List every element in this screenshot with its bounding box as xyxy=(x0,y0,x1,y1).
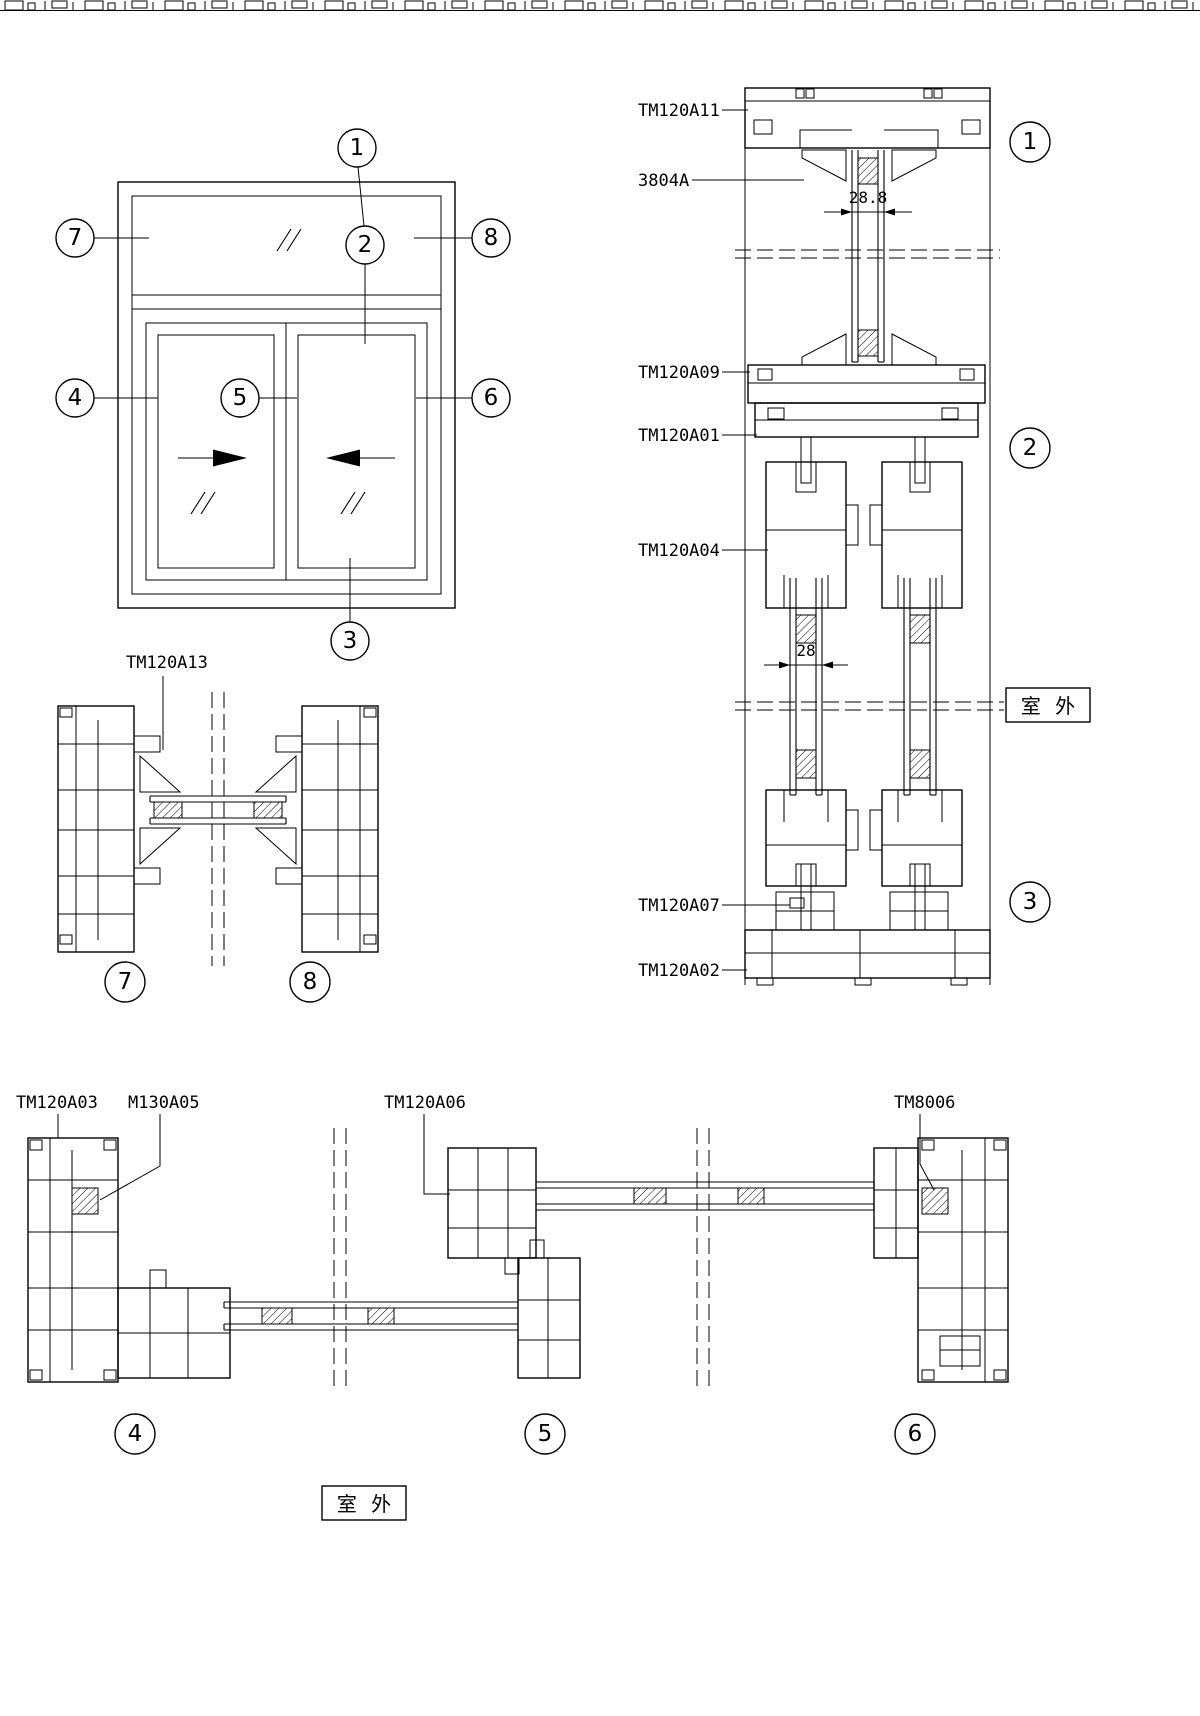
sill-track-parts xyxy=(775,863,949,931)
callout-3-number: 3 xyxy=(343,628,358,654)
svg-text:M130A05: M130A05 xyxy=(128,1093,200,1113)
head-frame-profile xyxy=(744,87,991,149)
svg-text:7: 7 xyxy=(118,969,133,995)
callout-7: 7 xyxy=(55,218,149,258)
svg-text:TM8006: TM8006 xyxy=(894,1093,955,1113)
top-edge-profile-strip xyxy=(0,0,1200,12)
dimension-28-8: 28.8 xyxy=(824,188,912,216)
part-label-tm120a01: TM120A01 xyxy=(638,426,757,446)
section-callout-5: 5 xyxy=(524,1413,566,1455)
callout-1: 1 xyxy=(337,128,377,227)
svg-text:TM120A04: TM120A04 xyxy=(638,541,720,561)
outdoor-label-box-bottom: 室 外 xyxy=(321,1485,407,1521)
callout-5: 5 xyxy=(220,378,297,418)
section-callout-6: 6 xyxy=(894,1413,936,1455)
right-jamb-profile-8 xyxy=(254,705,379,953)
svg-text:3: 3 xyxy=(1023,889,1038,915)
sash-glass-units xyxy=(789,578,937,796)
svg-text:TM120A01: TM120A01 xyxy=(638,426,720,446)
svg-text:TM120A06: TM120A06 xyxy=(384,1093,466,1113)
part-label-tm120a04: TM120A04 xyxy=(638,541,768,561)
upper-sash-glass xyxy=(536,1181,875,1211)
svg-text:TM120A11: TM120A11 xyxy=(638,101,720,121)
break-line-middle xyxy=(735,701,1004,711)
svg-text:3804A: 3804A xyxy=(638,171,689,191)
dimension-28: 28 xyxy=(764,641,848,669)
svg-text:2: 2 xyxy=(1023,435,1038,461)
part-m130a05-shape xyxy=(71,1187,99,1215)
outdoor-label-text: 室 外 xyxy=(1021,694,1079,718)
slide-direction-arrows xyxy=(178,449,395,467)
part-label-tm120a07: TM120A07 xyxy=(638,896,790,916)
svg-text:TM120A02: TM120A02 xyxy=(638,961,720,981)
right-jamb-profile-6 xyxy=(917,1137,1009,1383)
lower-meeting-stile xyxy=(517,1239,581,1379)
callout-6: 6 xyxy=(416,378,511,418)
transom-profile xyxy=(747,364,986,484)
svg-text:6: 6 xyxy=(908,1421,923,1447)
section-callout-2: 2 xyxy=(1009,427,1051,469)
callout-5-number: 5 xyxy=(233,385,248,411)
svg-text:1: 1 xyxy=(1023,129,1038,155)
break-line-top xyxy=(735,249,1000,259)
part-label-tm8006: TM8006 xyxy=(894,1093,955,1191)
glass-marks xyxy=(190,228,366,515)
glass-unit-horizontal xyxy=(149,795,287,825)
meeting-stile-section: TM120A13 7 8 xyxy=(57,653,379,1003)
sash-bottom-rails xyxy=(765,789,963,887)
elevation-sashes xyxy=(145,322,428,581)
left-jamb-profile-4 xyxy=(27,1137,119,1383)
section-callout-4: 4 xyxy=(114,1413,156,1455)
left-jamb-profile-7 xyxy=(57,705,182,953)
vertical-section: 28.8 xyxy=(638,87,1091,986)
callout-4-number: 4 xyxy=(68,385,83,411)
callout-7-number: 7 xyxy=(68,225,83,251)
upper-sash-end-stile xyxy=(873,1147,919,1259)
callout-4: 4 xyxy=(55,378,158,418)
lower-sash-stile xyxy=(117,1269,231,1379)
elevation-frame xyxy=(117,181,456,609)
part-label-tm120a11: TM120A11 xyxy=(638,101,748,121)
svg-text:8: 8 xyxy=(303,969,318,995)
callout-3: 3 xyxy=(330,558,370,661)
dim-28-8-text: 28.8 xyxy=(849,188,888,207)
fixed-glass-unit xyxy=(851,150,885,363)
part-label-tm120a06: TM120A06 xyxy=(384,1093,466,1195)
svg-text:TM120A09: TM120A09 xyxy=(638,363,720,383)
sill-profile xyxy=(744,929,991,986)
dim-28-text: 28 xyxy=(796,641,815,660)
outdoor-label-text-bottom: 室 外 xyxy=(337,1492,395,1516)
svg-text:5: 5 xyxy=(538,1421,553,1447)
callout-8-number: 8 xyxy=(484,225,499,251)
part-label-tm120a03: TM120A03 xyxy=(16,1093,98,1138)
glazing-bead-top xyxy=(801,149,937,182)
section-callout-3: 3 xyxy=(1009,881,1051,923)
part-label-tm120a13: TM120A13 xyxy=(126,653,208,750)
svg-text:4: 4 xyxy=(128,1421,143,1447)
svg-text:TM120A13: TM120A13 xyxy=(126,653,208,673)
svg-text:TM120A07: TM120A07 xyxy=(638,896,720,916)
plan-section: TM120A03 M130A05 TM120A06 TM8006 4 5 6 xyxy=(16,1093,1009,1521)
section-callout-7: 7 xyxy=(104,961,146,1003)
section-callout-1: 1 xyxy=(1009,121,1051,163)
callout-1-number: 1 xyxy=(350,135,365,161)
part-label-m130a05: M130A05 xyxy=(99,1093,200,1201)
part-label-tm120a02: TM120A02 xyxy=(638,961,747,981)
callout-8: 8 xyxy=(414,218,511,258)
sash-top-rails xyxy=(765,461,963,609)
part-tm8006-shape xyxy=(921,1187,949,1215)
upper-meeting-stile xyxy=(447,1147,537,1275)
part-label-3804a: 3804A xyxy=(638,171,804,191)
callout-2: 2 xyxy=(345,225,385,344)
svg-text:TM120A03: TM120A03 xyxy=(16,1093,98,1113)
callout-2-number: 2 xyxy=(358,232,373,258)
outdoor-label-box: 室 外 xyxy=(1005,687,1091,723)
lower-sash-glass xyxy=(223,1301,518,1331)
section-callout-8: 8 xyxy=(289,961,331,1003)
part-label-tm120a09: TM120A09 xyxy=(638,363,750,383)
window-elevation: 1 2 3 4 5 6 7 xyxy=(55,128,511,661)
callout-6-number: 6 xyxy=(484,385,499,411)
